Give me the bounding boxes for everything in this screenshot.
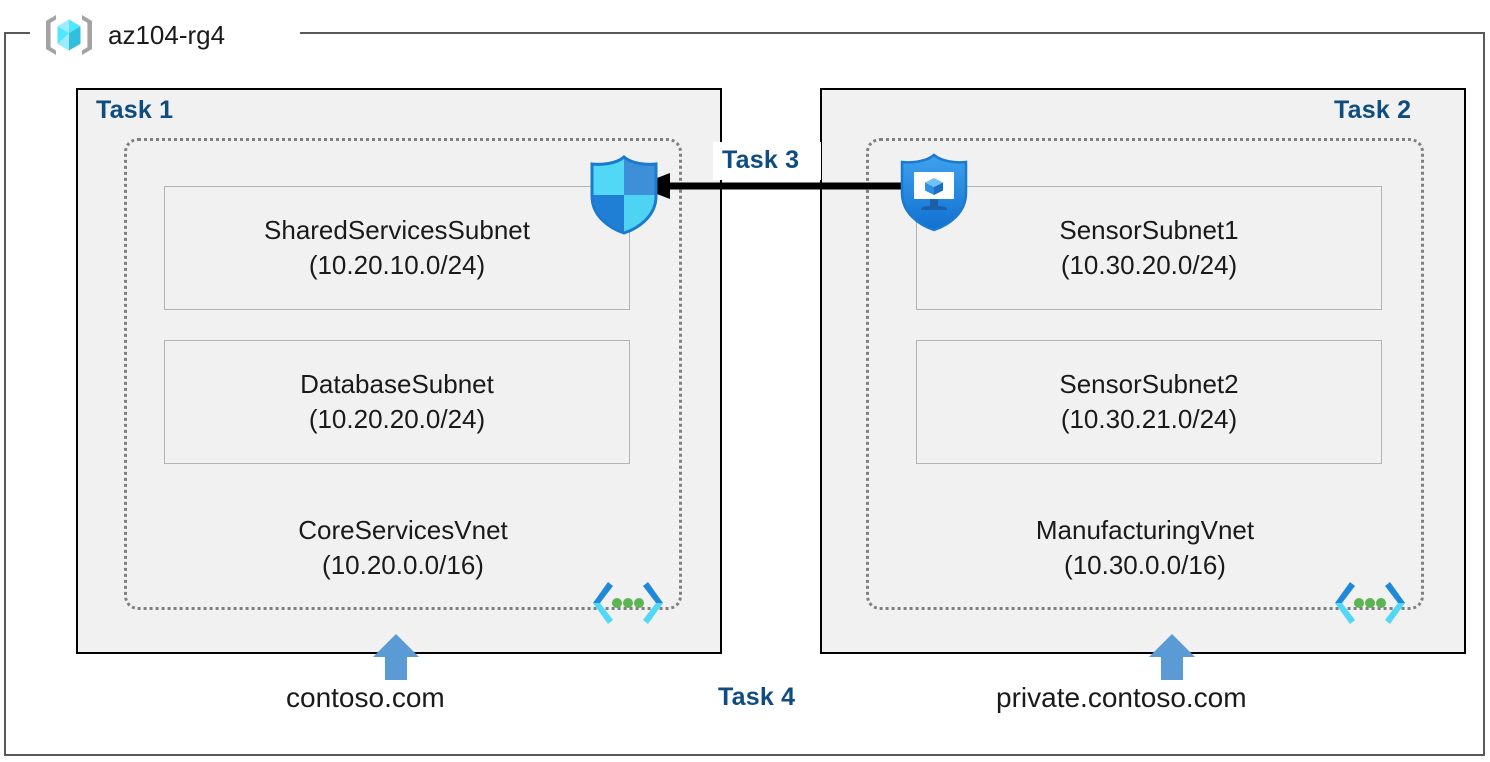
network-security-group-shield-icon [583,154,665,236]
vnet-core-services-cidr: (10.20.0.0/16) [322,550,484,581]
subnet-database: DatabaseSubnet (10.20.20.0/24) [164,340,630,464]
subnet-sensor-1-name: SensorSubnet1 [1059,214,1239,245]
resource-group-cube-icon [42,12,96,58]
resource-group-frame [4,32,1485,756]
subnet-sensor-2: SensorSubnet2 (10.30.21.0/24) [916,340,1382,464]
task-3-label: Task 3 [722,146,800,174]
subnet-sensor-1-cidr: (10.30.20.0/24) [1060,250,1238,280]
subnet-sensor-2-name: SensorSubnet2 [1059,368,1239,399]
subnet-shared-services-name: SharedServicesSubnet [264,214,530,245]
subnet-sensor-2-cidr: (10.30.21.0/24) [1060,404,1238,434]
subnet-shared-services: SharedServicesSubnet (10.20.10.0/24) [164,186,630,310]
resource-group-header: az104-rg4 [42,12,225,58]
application-security-group-shield-icon [894,152,974,232]
dns-up-arrow-icon [372,632,420,680]
vnet-manufacturing-container: ManufacturingVnet (10.30.0.0/16) [866,138,1424,610]
dns-zone-label-contoso: contoso.com [286,682,445,713]
dns-up-arrow-icon [1148,632,1196,680]
task-3-label-backdrop [713,142,821,180]
vnet-core-services-caption: CoreServicesVnet (10.20.0.0/16) [127,513,679,583]
vnet-peering-icon [590,576,666,630]
subnet-shared-services-cidr: (10.20.10.0/24) [308,250,486,280]
vnet-core-services-name: CoreServicesVnet [298,515,508,545]
task-2-label: Task 2 [1334,96,1412,124]
task-1-label: Task 1 [96,96,174,124]
dns-zone-label-private-contoso: private.contoso.com [996,682,1247,713]
vnet-core-services-container: CoreServicesVnet (10.20.0.0/16) [124,138,682,610]
resource-group-name: az104-rg4 [108,20,226,50]
vnet-manufacturing-cidr: (10.30.0.0/16) [1064,550,1226,581]
subnet-database-cidr: (10.20.20.0/24) [308,404,486,434]
vnet-manufacturing-name: ManufacturingVnet [1035,515,1255,545]
subnet-database-name: DatabaseSubnet [300,368,494,399]
vnet-peering-icon [1332,576,1408,630]
subnet-sensor-1: SensorSubnet1 (10.30.20.0/24) [916,186,1382,310]
task-4-label: Task 4 [718,683,796,711]
vnet-manufacturing-caption: ManufacturingVnet (10.30.0.0/16) [869,513,1421,583]
